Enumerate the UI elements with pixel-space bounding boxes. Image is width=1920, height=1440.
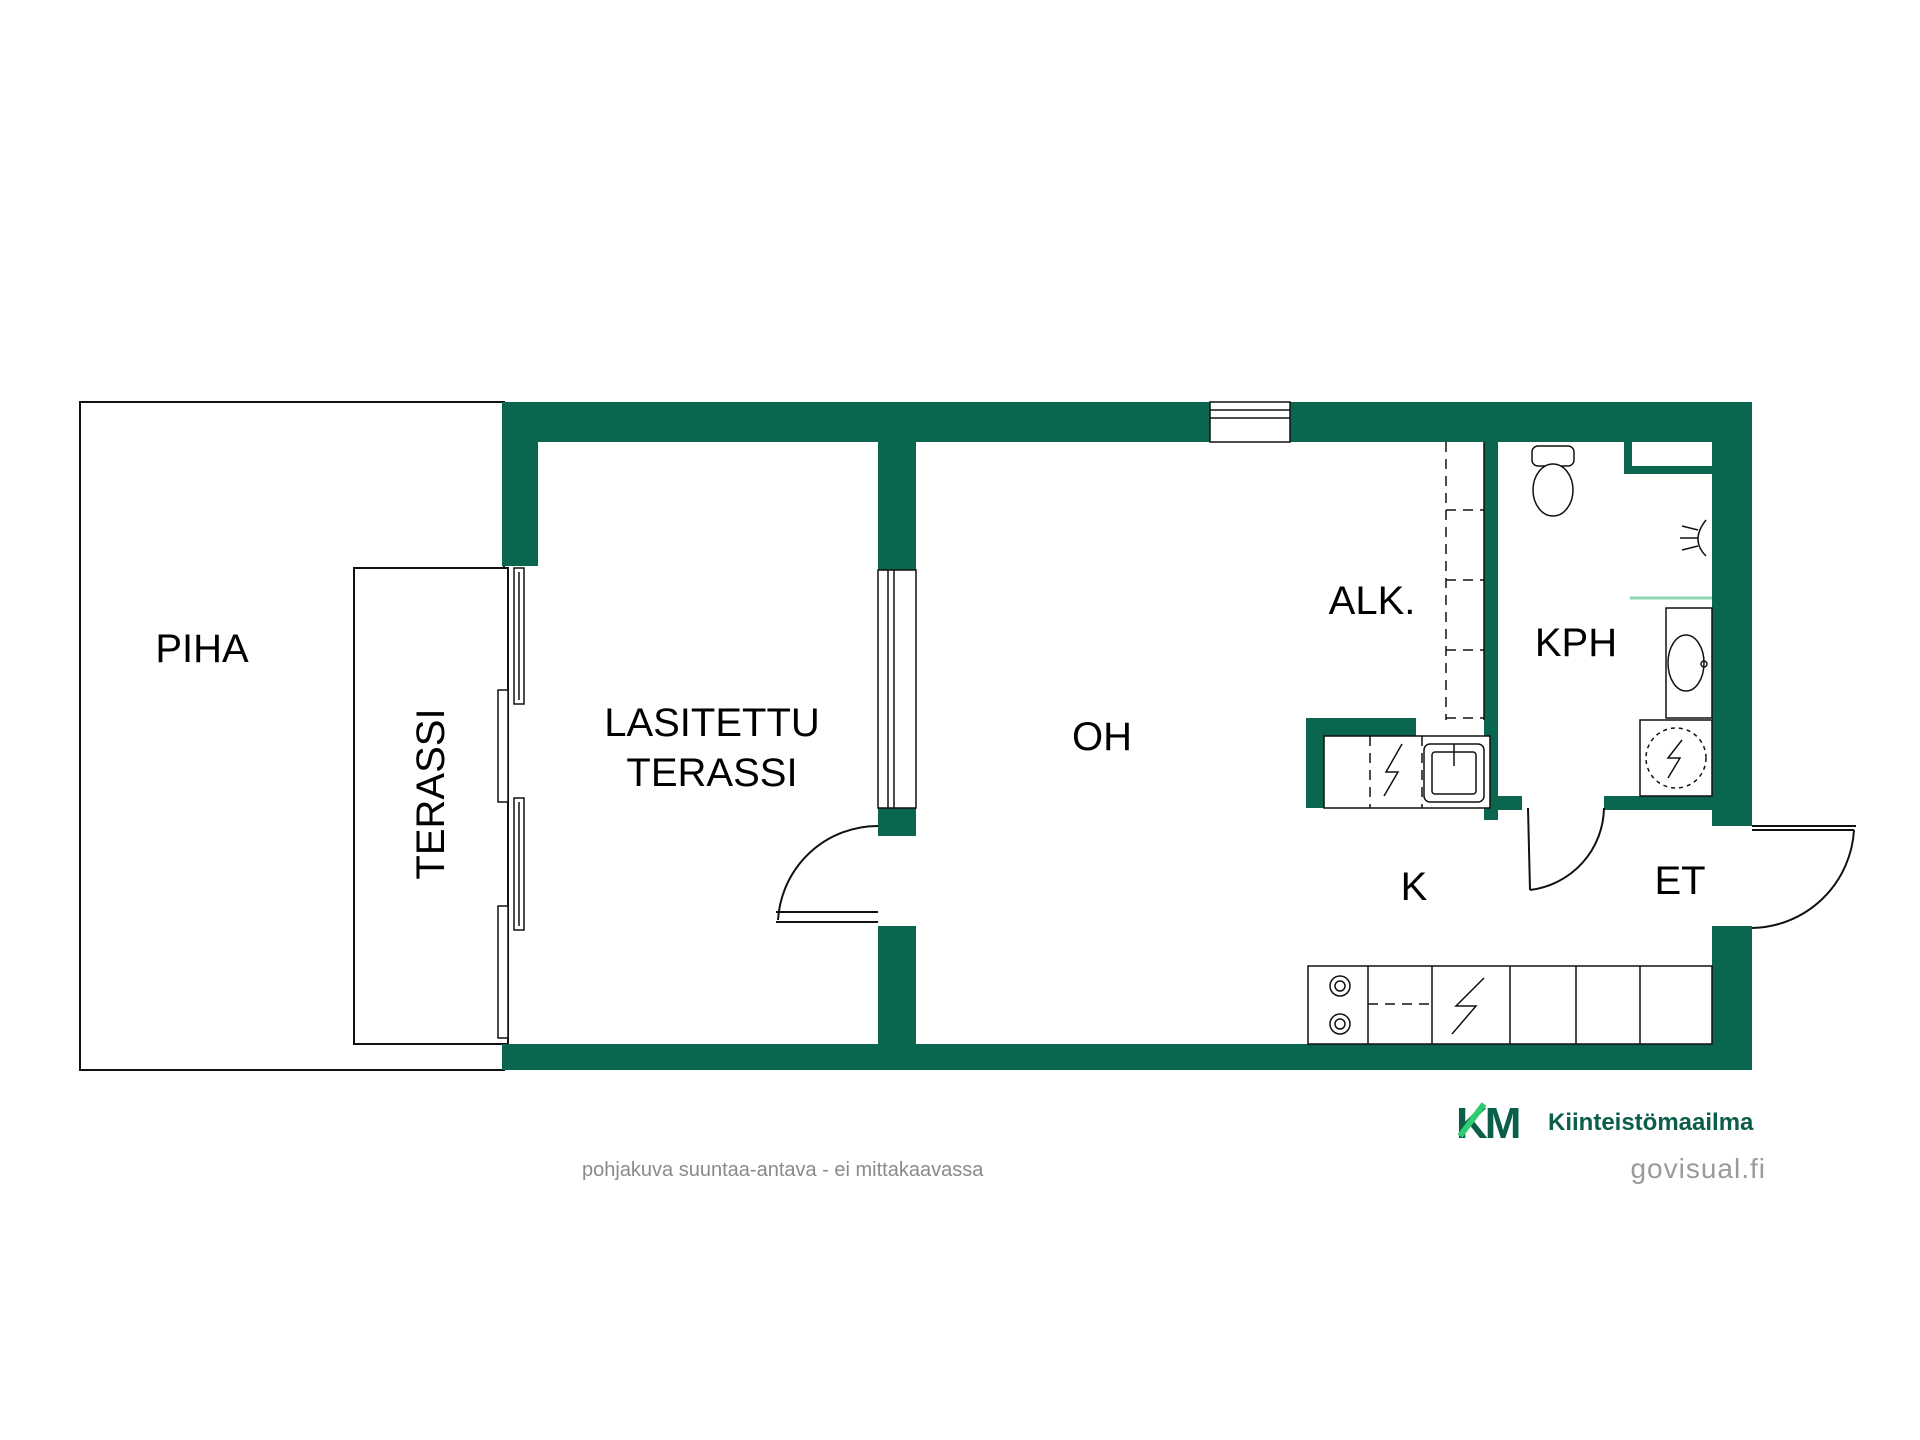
washing-machine bbox=[1639, 719, 1713, 797]
shower-head bbox=[1680, 519, 1707, 557]
kitchen-upper-counter bbox=[1323, 735, 1491, 809]
wardrobe bbox=[1445, 442, 1485, 720]
label-kph: KPH bbox=[1535, 621, 1617, 665]
brand-logo: KM Kiinteistömaailma bbox=[1456, 1099, 1754, 1148]
door-bathroom bbox=[1527, 807, 1605, 891]
label-alk: ALK. bbox=[1329, 579, 1416, 623]
site-url: govisual.fi bbox=[1630, 1153, 1766, 1184]
door-glazed-terrace bbox=[776, 824, 879, 923]
oven-symbol bbox=[1451, 977, 1485, 1035]
brand-name: Kiinteistömaailma bbox=[1548, 1109, 1754, 1136]
glazing-left bbox=[497, 567, 525, 1039]
glazing-divider bbox=[877, 569, 917, 809]
label-lasitettu-line2: TERASSI bbox=[626, 751, 797, 795]
top-window bbox=[1209, 401, 1291, 443]
label-lasitettu-line1: LASITETTU bbox=[604, 701, 820, 745]
dishwasher-symbol bbox=[1383, 743, 1403, 797]
label-oh: OH bbox=[1072, 715, 1132, 759]
label-et: ET bbox=[1654, 859, 1705, 903]
door-entrance bbox=[1751, 825, 1856, 929]
toilet bbox=[1531, 445, 1575, 517]
disclaimer-text: pohjakuva suuntaa-antava - ei mittakaava… bbox=[582, 1159, 984, 1181]
km-logo-mark: KM bbox=[1456, 1099, 1522, 1148]
washbasin bbox=[1665, 607, 1713, 719]
svg-text:KM: KM bbox=[1456, 1099, 1519, 1148]
walls bbox=[502, 402, 1752, 1070]
stove bbox=[1329, 975, 1351, 1035]
label-terassi: TERASSI bbox=[409, 708, 453, 879]
label-piha: PIHA bbox=[155, 627, 249, 671]
label-k: K bbox=[1401, 865, 1428, 909]
terrace-outline bbox=[353, 567, 509, 1045]
kitchen-lower-counter bbox=[1307, 965, 1713, 1045]
